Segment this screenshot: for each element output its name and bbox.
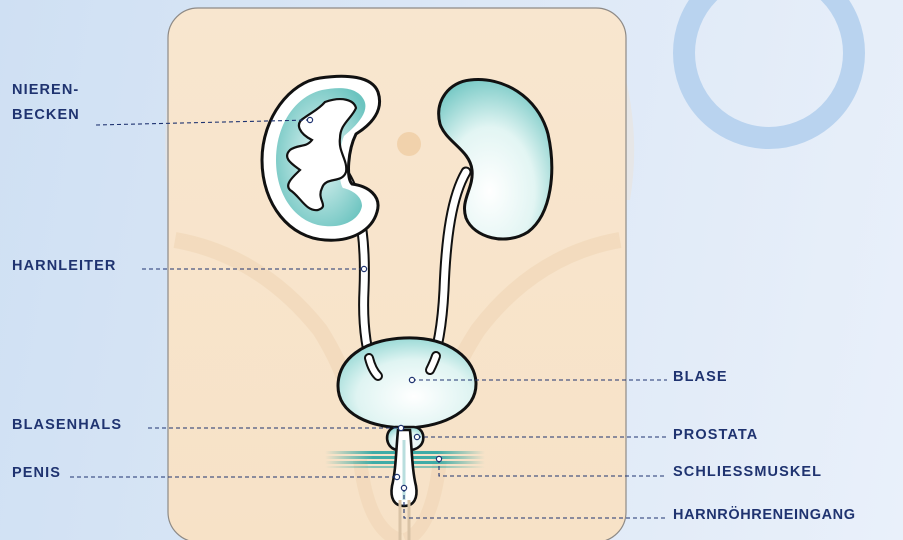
label-nierenbecken-line1: NIEREN- xyxy=(12,80,80,100)
label-harnleiter: HARNLEITER xyxy=(12,256,116,276)
body-silhouette-right xyxy=(626,80,634,200)
label-penis: PENIS xyxy=(12,463,61,483)
label-prostata: PROSTATA xyxy=(673,425,758,445)
label-harnroehreneingang: HARNRÖHRENEINGANG xyxy=(673,505,856,525)
label-nierenbecken-line2: BECKEN xyxy=(12,105,80,125)
label-schliessmuskel: SCHLIESSMUSKEL xyxy=(673,462,822,482)
label-blasenhals: BLASENHALS xyxy=(12,415,122,435)
navel xyxy=(397,132,421,156)
decorative-ring xyxy=(684,0,854,138)
label-nierenbecken: NIEREN- BECKEN xyxy=(12,80,80,125)
label-blase: BLASE xyxy=(673,367,728,387)
bladder xyxy=(338,338,476,428)
